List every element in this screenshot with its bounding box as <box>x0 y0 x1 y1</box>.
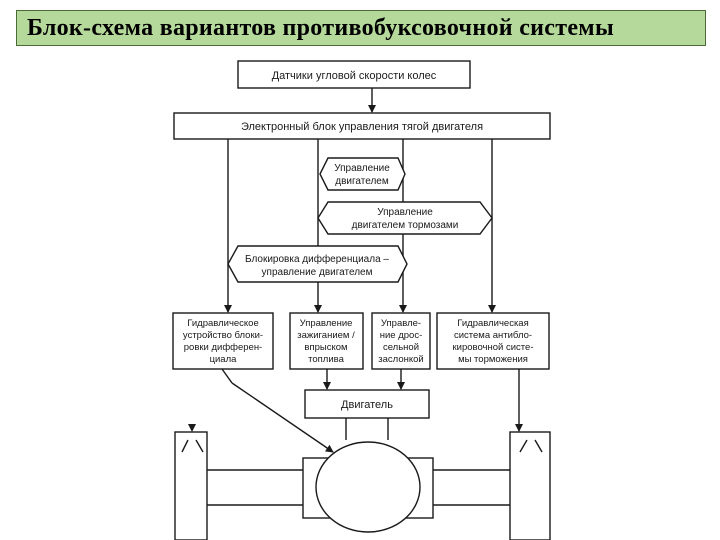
right-wheel <box>509 431 551 540</box>
abs-label-3: кировочной систе- <box>453 342 534 353</box>
engine-brakes-label-1: Управление <box>377 207 433 218</box>
hydraulic-lock-label-2: устройство блоки- <box>183 330 263 341</box>
left-wheel <box>174 431 208 540</box>
ignition-label-4: топлива <box>308 354 344 365</box>
throttle-label-2: ние дрос- <box>380 330 423 341</box>
sensors-box <box>237 60 471 89</box>
throttle-label-4: заслонкой <box>378 354 423 365</box>
throttle-label-1: Управле- <box>381 318 421 329</box>
ecu-box <box>173 112 551 140</box>
diff-lock-box <box>227 245 408 283</box>
engine-control-label-1: Управление <box>334 163 390 174</box>
engine-label: Двигатель <box>341 399 393 411</box>
left-wheel-tick <box>181 439 204 453</box>
throttle-label-3: сельной <box>383 342 419 353</box>
hydraulic-lock-box <box>172 312 274 370</box>
sensors-label: Датчики угловой скорости колес <box>272 70 437 82</box>
abs-label-2: система антибло- <box>454 330 532 341</box>
ignition-label-2: зажиганием / <box>297 330 355 341</box>
abs-label-1: Гидравлическая <box>457 318 528 329</box>
differential-circle <box>315 441 421 533</box>
abs-box <box>436 312 550 370</box>
ecu-label: Электронный блок управления тягой двигат… <box>241 121 483 133</box>
hydraulic-lock-label-1: Гидравлическое <box>187 318 259 329</box>
throttle-box <box>371 312 431 370</box>
ignition-label-1: Управление <box>300 318 353 329</box>
right-wheel-tick <box>519 439 543 453</box>
slide-title: Блок-схема вариантов противобуксовочной … <box>27 14 614 41</box>
hydraulic-lock-label-3: ровки дифферен- <box>184 342 262 353</box>
abs-label-4: мы торможения <box>458 354 528 365</box>
engine-brakes-label-2: двигателем тормозами <box>352 220 459 231</box>
title-bar: Блок-схема вариантов противобуксовочной … <box>16 10 706 46</box>
ignition-box <box>289 312 364 370</box>
engine-control-box <box>319 157 406 191</box>
hydraulic-lock-label-4: циала <box>210 354 238 365</box>
engine-brakes-box <box>317 201 493 235</box>
diff-lock-label-2: управление двигателем <box>262 267 373 278</box>
hydraulic-to-diff-arrow-2 <box>231 382 334 453</box>
engine-control-label-2: двигателем <box>335 176 389 187</box>
hydraulic-to-diff-arrow <box>221 368 233 384</box>
ignition-label-3: впрыском <box>304 342 347 353</box>
engine-box <box>304 389 430 419</box>
diff-lock-label-1: Блокировка дифференциала – <box>245 253 389 265</box>
